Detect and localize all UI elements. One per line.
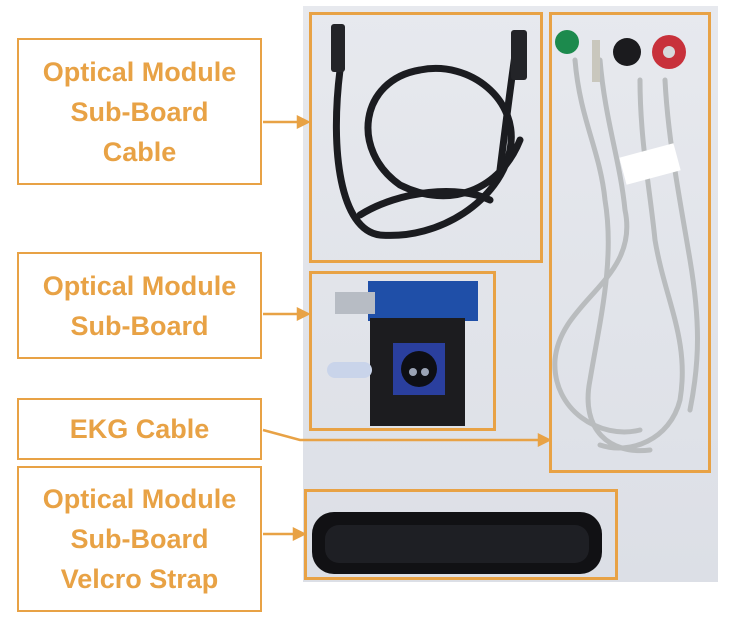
label-velcro-strap: Optical Module Sub-Board Velcro Strap — [17, 466, 262, 612]
connector-arrows — [262, 114, 552, 542]
sub-board-illustration — [327, 281, 478, 426]
velcro-strap-illustration — [312, 512, 602, 574]
usb-connector-right — [511, 30, 527, 80]
sub-board-highlight-frame — [309, 271, 496, 431]
label-sub-board: Optical Module Sub-Board — [17, 252, 262, 359]
label-cable: Optical Module Sub-Board Cable — [17, 38, 262, 185]
usb-connector-left — [331, 24, 345, 72]
cable-highlight-frame — [309, 12, 543, 263]
ekg-cable-highlight-frame — [549, 12, 711, 473]
ekg-cable-illustration — [552, 30, 700, 454]
velcro-strap-highlight-frame — [304, 489, 618, 580]
label-ekg-cable: EKG Cable — [17, 398, 262, 460]
